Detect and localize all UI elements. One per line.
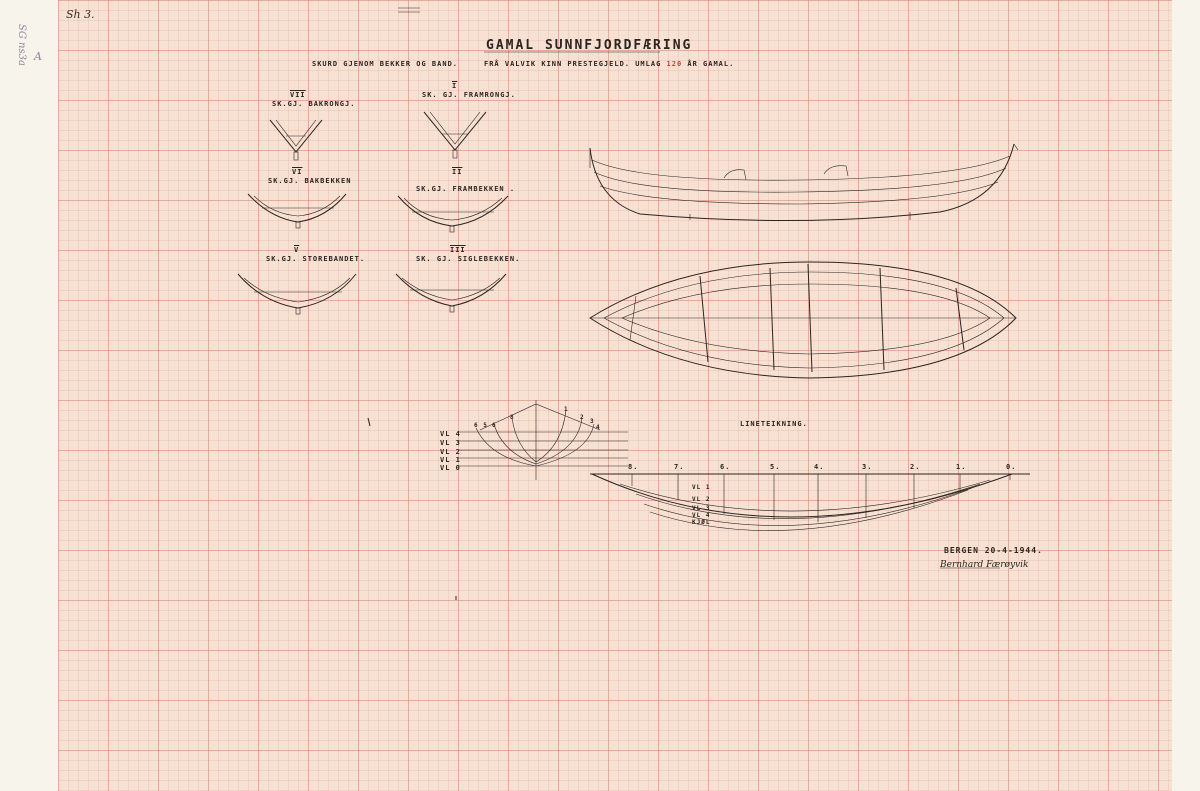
lines-station-3: 3. [862,463,873,471]
section-roman-ii: II [452,168,463,176]
body-station-mark-5: 2 [580,414,585,421]
boat-plan-view [589,261,1017,379]
right-paper-margin [1172,0,1200,791]
subtitle-right-pre: FRÅ VALVIK KINN PRESTEGJELD. UMLAG [484,60,662,68]
signature-name: Bernhard Færøyvik [940,560,1029,570]
section-roman-vi: VI [292,168,303,176]
lines-station-5: 5. [770,463,781,471]
lines-wl-1: VL 1 [692,484,711,491]
lines-station-8: 8. [628,463,639,471]
section-label-storebandet: SK.GJ. STOREBANDET. [266,255,366,263]
lines-heading: LINETEIKNING. [740,420,808,428]
body-station-mark-7: 4 [596,424,601,431]
body-wl-2: VL 2 [440,448,461,456]
body-station-mark-4: 1 [564,406,569,413]
section-label-bakbekken: SK.GJ. BAKBEKKEN [268,177,352,185]
section-roman-v: V [294,246,300,254]
lines-station-2: 2. [910,463,921,471]
section-drawing-vi [247,193,347,229]
tape-mark [398,7,420,13]
body-station-mark-2: 6 [492,422,497,429]
left-paper-margin [0,0,58,791]
lines-station-7: 7. [674,463,685,471]
subtitle-left: SKURD GJENOM BEKKER OG BAND. [312,60,459,68]
body-station-mark-3: 8 [510,414,515,421]
body-wl-0: VL 0 [440,464,461,472]
place-date: BERGEN 20-4-1944. [944,546,1043,555]
section-label-siglebekken: SK. GJ. SIGLEBEKKEN. [416,255,521,263]
section-drawing-iii [395,273,507,313]
boat-side-elevation [589,143,1019,222]
lines-wl-2: VL 2 [692,496,711,503]
margin-note-top: SG ns3a [16,24,27,66]
section-drawing-v [237,273,357,315]
section-label-bakrongj: SK.GJ. BAKRONGJ. [272,100,356,108]
section-roman-iii: III [450,246,466,254]
subtitle-right-number: 120 [666,60,683,68]
lines-station-1: 1. [956,463,967,471]
stray-mark-1 [367,417,371,427]
lines-keel: KJØL [692,519,711,526]
subtitle-right-post: ÅR GAMAL. [687,60,735,68]
section-roman-vii: VII [290,91,306,99]
section-roman-i: I [452,82,458,90]
margin-note-mid: A [34,50,42,63]
section-drawing-vii [269,119,323,161]
subtitle-right: FRÅ VALVIK KINN PRESTEGJELD. UMLAG 120 Å… [484,60,734,68]
body-station-mark-1: 6 5 [474,422,488,429]
body-plan [458,400,628,480]
lines-station-0: 0. [1006,463,1017,471]
lines-plan [590,473,1030,531]
body-wl-1: VL 1 [440,456,461,464]
sheet-title: GAMAL SUNNFJORDFÆRING [486,38,693,53]
lines-wl-4: VL 4 [692,512,711,519]
section-drawing-i [423,111,487,159]
body-wl-4: VL 4 [440,430,461,438]
graph-paper-grid [58,0,1172,791]
section-label-frambekken: SK.GJ. FRAMBEKKEN . [416,185,516,193]
section-label-framrongj: SK. GJ. FRAMRONGJ. [422,91,516,99]
page-mark: Sh 3. [66,8,95,21]
body-wl-3: VL 3 [440,439,461,447]
lines-station-6: 6. [720,463,731,471]
section-drawing-ii [397,195,509,233]
lines-station-4: 4. [814,463,825,471]
body-station-mark-6: 3 [590,418,595,425]
